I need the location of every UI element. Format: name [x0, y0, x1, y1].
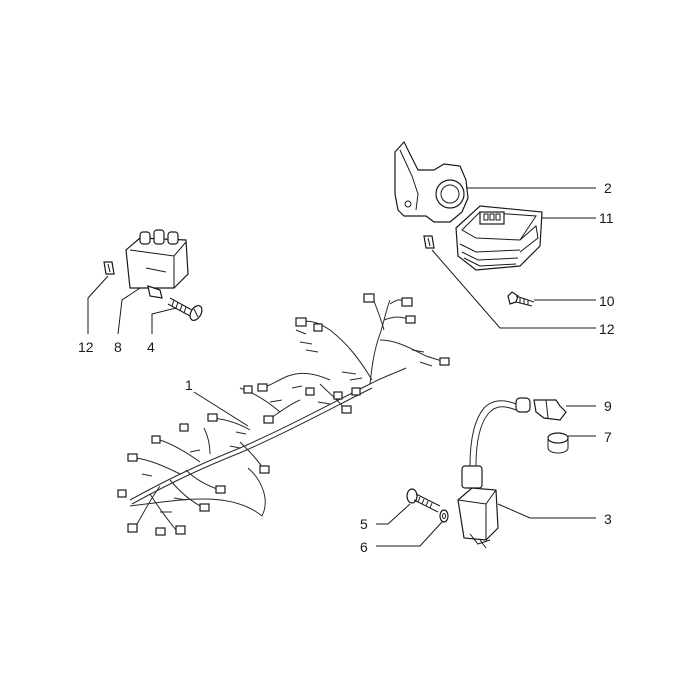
- callout-5: 5: [360, 516, 368, 532]
- bolt-part-5: [406, 488, 441, 513]
- spark-plug-cap-part: [533, 399, 567, 421]
- callout-11: 11: [599, 210, 614, 226]
- bracket-part: [394, 140, 469, 223]
- callout-1: 1: [185, 377, 193, 393]
- voltage-regulator-part: [455, 205, 543, 271]
- callout-3: 3: [604, 511, 612, 527]
- callout-12-right: 12: [599, 321, 615, 337]
- screw-part-4: [167, 297, 203, 321]
- callout-12-left: 12: [78, 339, 94, 355]
- screw-part-10: [507, 291, 535, 307]
- callout-4: 4: [147, 339, 155, 355]
- callout-6: 6: [360, 539, 368, 555]
- wiring-harness-part: [117, 293, 450, 536]
- clip-part-left: [103, 261, 115, 275]
- leader-lines: [87, 187, 596, 547]
- callout-2: 2: [604, 180, 612, 196]
- callout-7: 7: [604, 429, 612, 445]
- callout-labels: 1 2 3 4 5 6 7 8 9 10 11 12 12: [78, 180, 615, 555]
- washer-part-6: [439, 509, 449, 523]
- callout-9: 9: [604, 398, 612, 414]
- callout-8: 8: [114, 339, 122, 355]
- ignition-coil-part: [457, 465, 499, 549]
- clip-part-right: [423, 235, 435, 249]
- ht-lead-part: [469, 397, 531, 467]
- sleeve-part: [547, 432, 569, 454]
- control-unit-part: [125, 229, 189, 299]
- callout-10: 10: [599, 293, 615, 309]
